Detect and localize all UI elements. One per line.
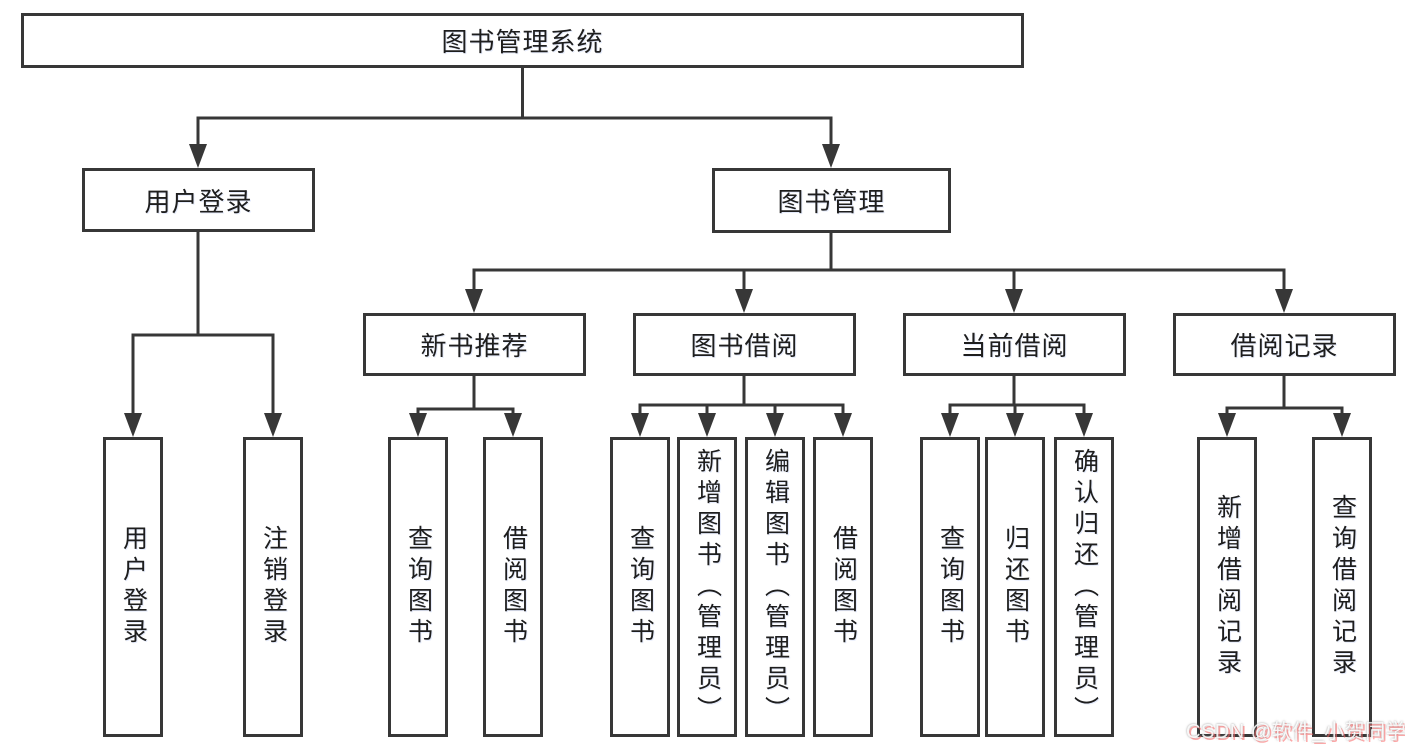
leaf-label: 查询图书 <box>404 525 433 649</box>
node-user-login-label: 用户登录 <box>144 186 253 217</box>
leaf-confirm-return-admin: 确认归还（管理员） <box>1054 437 1114 737</box>
leaf-borrow-books-borrowing: 借阅图书 <box>813 437 873 737</box>
leaf-label: 查询图书 <box>626 525 655 649</box>
connector-new-book-recommend-arrows <box>409 413 522 437</box>
leaf-label: 确认归还（管理员） <box>1070 447 1099 727</box>
connector-book-borrowing <box>638 374 845 416</box>
node-user-login: 用户登录 <box>82 168 315 232</box>
connector-root <box>196 66 833 148</box>
leaf-label: 用户登录 <box>119 525 148 649</box>
connector-path <box>131 230 275 416</box>
leaf-label: 查询借阅记录 <box>1328 494 1357 680</box>
connector-path <box>638 374 845 416</box>
node-book-management-label: 图书管理 <box>777 187 886 217</box>
leaf-query-books-current: 查询图书 <box>920 437 980 737</box>
node-book-management: 图书管理 <box>712 168 951 233</box>
node-book-borrowing: 图书借阅 <box>633 313 856 376</box>
leaf-return-books: 归还图书 <box>985 437 1045 737</box>
arrowhead-icon <box>409 413 522 437</box>
leaf-query-borrow-record: 查询借阅记录 <box>1312 437 1372 737</box>
leaf-logout: 注销登录 <box>243 437 303 737</box>
leaf-label: 注销登录 <box>259 525 288 649</box>
connector-path <box>416 374 515 416</box>
connector-user-login <box>131 230 275 416</box>
connector-path <box>1225 374 1344 416</box>
connector-book-borrowing-arrows <box>631 413 852 437</box>
leaf-label: 借阅图书 <box>829 525 858 649</box>
connector-borrowing-records <box>1225 374 1344 416</box>
leaf-label: 查询图书 <box>936 525 965 649</box>
connector-book-management <box>472 231 1286 293</box>
arrowhead-icon <box>465 289 1293 313</box>
connector-path <box>948 374 1086 416</box>
leaf-label: 新增图书（管理员） <box>693 447 722 727</box>
leaf-add-book-admin: 新增图书（管理员） <box>677 437 737 737</box>
node-root: 图书管理系统 <box>21 13 1024 68</box>
connector-book-management-arrows <box>465 289 1293 313</box>
watermark: CSDN @软件_小贺同学 <box>1186 721 1405 743</box>
node-book-borrowing-label: 图书借阅 <box>690 331 799 361</box>
connector-borrowing-records-arrows <box>1218 413 1351 437</box>
node-borrowing-records-label: 借阅记录 <box>1230 331 1339 361</box>
leaf-label: 借阅图书 <box>499 525 528 649</box>
connector-path <box>472 231 1286 293</box>
node-current-borrowing-label: 当前借阅 <box>960 331 1069 361</box>
leaf-user-login: 用户登录 <box>103 437 163 737</box>
arrowhead-icon <box>124 413 282 437</box>
arrowhead-icon <box>189 144 840 168</box>
connector-user-login-arrows <box>124 413 282 437</box>
node-new-book-recommend-label: 新书推荐 <box>420 331 529 361</box>
leaf-edit-book-admin: 编辑图书（管理员） <box>745 437 805 737</box>
leaf-query-books-borrowing: 查询图书 <box>610 437 670 737</box>
connector-root-arrows <box>189 144 840 168</box>
node-borrowing-records: 借阅记录 <box>1173 313 1396 376</box>
connector-current-borrowing-arrows <box>941 413 1093 437</box>
leaf-query-books-recommend: 查询图书 <box>388 437 448 737</box>
leaf-label: 归还图书 <box>1001 525 1030 649</box>
leaf-borrow-books-recommend: 借阅图书 <box>483 437 543 737</box>
arrowhead-icon <box>941 413 1093 437</box>
leaf-label: 新增借阅记录 <box>1213 494 1242 680</box>
leaf-label: 编辑图书（管理员） <box>761 447 790 727</box>
leaf-add-borrow-record: 新增借阅记录 <box>1197 437 1257 737</box>
node-current-borrowing: 当前借阅 <box>903 313 1126 376</box>
arrowhead-icon <box>631 413 852 437</box>
node-root-label: 图书管理系统 <box>441 27 604 57</box>
arrowhead-icon <box>1218 413 1351 437</box>
connector-current-borrowing <box>948 374 1086 416</box>
node-new-book-recommend: 新书推荐 <box>363 313 586 376</box>
connector-path <box>196 66 833 148</box>
connector-new-book-recommend <box>416 374 515 416</box>
